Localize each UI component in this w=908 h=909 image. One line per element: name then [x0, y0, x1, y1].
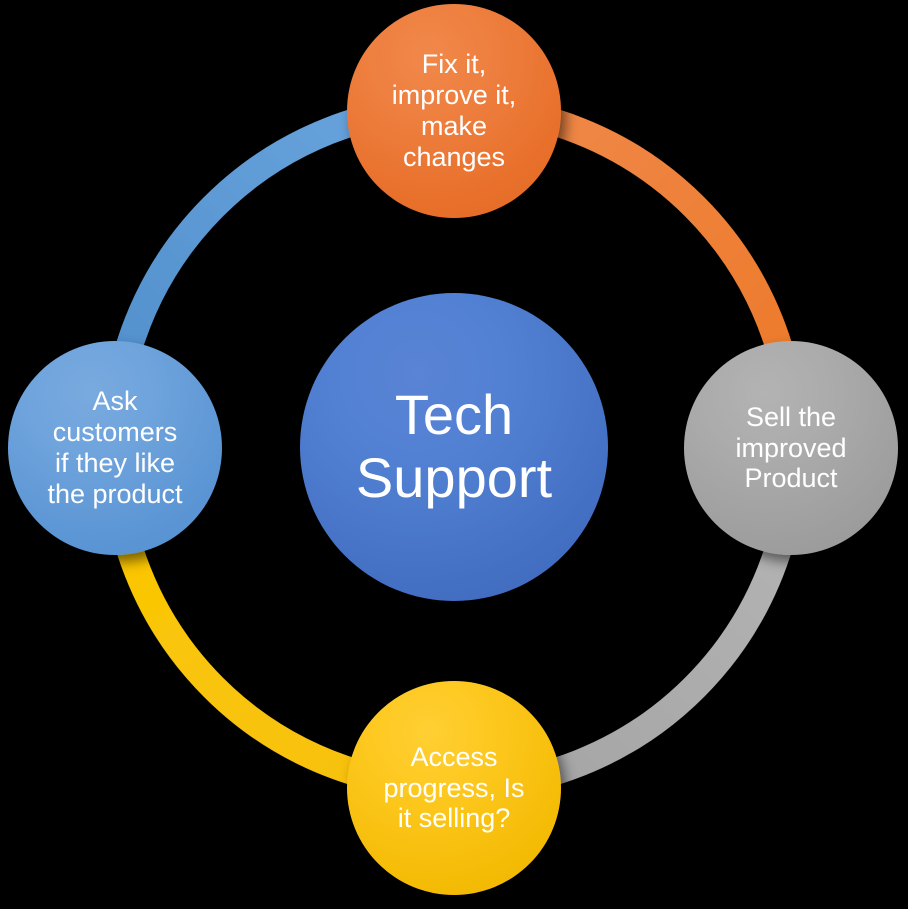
cycle-step-sell-improved-product-label: Sell the improved Product — [735, 401, 847, 494]
cycle-step-access-progress-label: Access progress, Is it selling? — [383, 741, 525, 834]
cycle-step-ask-customers[interactable]: Ask customers if they like the product — [8, 341, 222, 555]
cycle-step-ask-customers-label: Ask customers if they like the product — [47, 386, 183, 509]
cycle-step-fix-improve-label: Fix it, improve it, make changes — [391, 49, 517, 172]
cycle-center-tech-support[interactable]: Tech Support — [300, 293, 608, 601]
cycle-step-fix-improve[interactable]: Fix it, improve it, make changes — [347, 4, 561, 218]
cycle-step-access-progress[interactable]: Access progress, Is it selling? — [347, 681, 561, 895]
cycle-center-label: Tech Support — [355, 383, 553, 509]
cycle-step-sell-improved-product[interactable]: Sell the improved Product — [684, 341, 898, 555]
